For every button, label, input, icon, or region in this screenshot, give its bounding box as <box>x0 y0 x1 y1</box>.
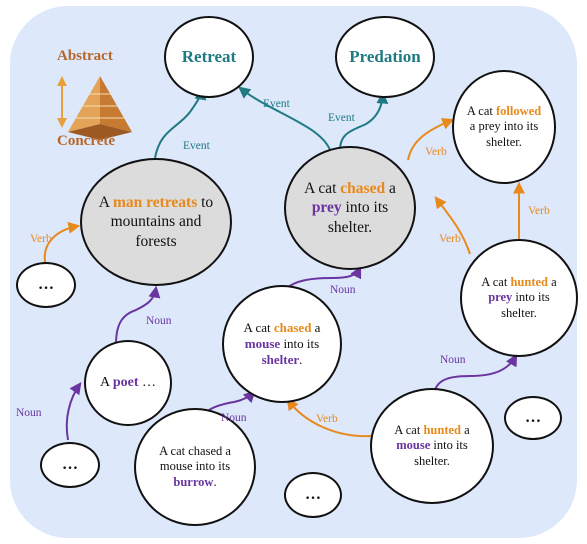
legend-arrow-head-down <box>57 118 67 128</box>
node-cat-chased-prey: A cat chased a prey into its shelter. <box>284 146 416 270</box>
edge-ellipsis-to-poet <box>65 382 82 441</box>
node-cat-followed: A cat followed a prey into its shelter. <box>452 70 556 184</box>
label-noun-man: Noun <box>146 315 172 327</box>
edge-prey-to-predation <box>339 91 389 151</box>
edge-chased-mouse-to-prey <box>281 265 362 295</box>
label-noun-poet: Noun <box>16 407 42 419</box>
legend-arrow-head-up <box>57 76 67 86</box>
label-verb-followed: Verb <box>425 146 447 158</box>
label-verb-hunted-mouse: Verb <box>316 413 338 425</box>
edge-prey-to-followed <box>407 118 455 161</box>
label-noun-hunted-prey: Noun <box>440 354 466 366</box>
legend-abstract: Abstract <box>57 48 113 64</box>
node-cat-chased-mouse: A cat chased a mouse into its shelter. <box>222 285 342 403</box>
concept-retreat: Retreat <box>164 16 254 98</box>
edge-poet-to-man <box>115 285 161 345</box>
node-ellipsis-bottom-center: … <box>284 472 342 518</box>
label-verb-hunted-followed: Verb <box>528 205 550 217</box>
node-man-retreats: A man retreats to mountains and forests <box>80 158 232 286</box>
label-event-man: Event <box>183 140 210 152</box>
node-poet: A poet … <box>84 340 172 426</box>
node-ellipsis-bottom-left: … <box>40 442 100 488</box>
node-cat-hunted-mouse: A cat hunted a mouse into its shelter. <box>370 388 494 504</box>
node-cat-chased-mouse-burrow: A cat chased a mouse into its burrow. <box>134 408 256 526</box>
node-cat-hunted-prey: A cat hunted a prey into its shelter. <box>460 239 578 357</box>
edge-prey-to-retreat <box>238 86 331 151</box>
label-noun-prey: Noun <box>330 284 356 296</box>
edge-hunted-mouse-to-hunted-prey <box>433 353 518 395</box>
label-noun-chased-mouse: Noun <box>221 412 247 424</box>
pyramid-icon <box>68 76 132 140</box>
edge-hunted-mouse-to-chased-mouse <box>286 398 373 438</box>
legend-concrete: Concrete <box>57 133 116 149</box>
concept-predation: Predation <box>335 16 435 98</box>
node-ellipsis-right: … <box>504 396 562 440</box>
label-verb-hunted-prey: Verb <box>439 233 461 245</box>
edge-hunted-prey-to-prey <box>434 196 471 255</box>
label-event-prey-predation: Event <box>328 112 355 124</box>
node-ellipsis-left: … <box>16 262 76 308</box>
label-verb-man: Verb <box>30 233 52 245</box>
edge-ellipsis-to-man <box>43 221 81 268</box>
label-event-prey-retreat: Event <box>263 98 290 110</box>
